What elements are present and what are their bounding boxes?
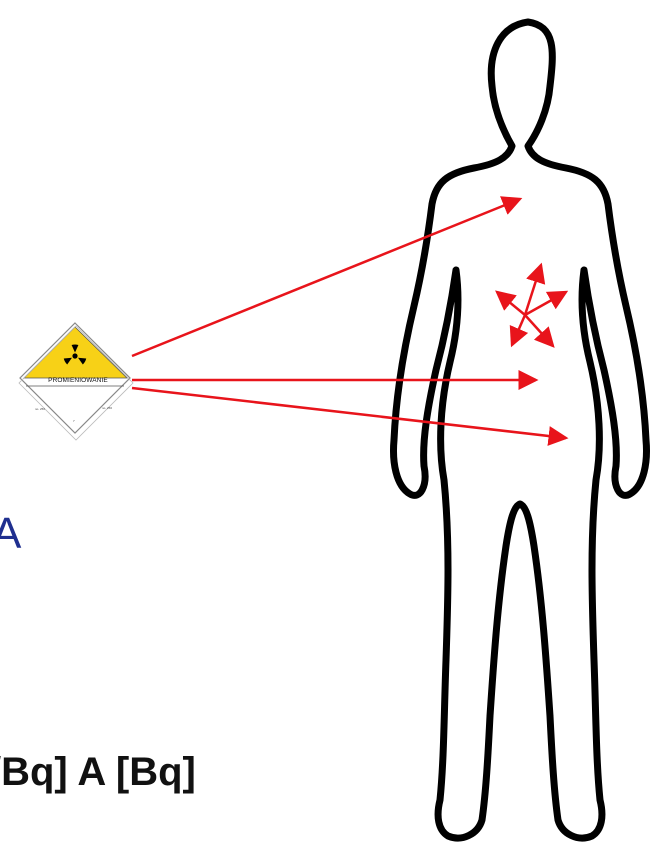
dose-formula: /Bq] A [Bq] <box>0 752 196 792</box>
activity-letter: A <box>0 512 21 556</box>
arrow-upper <box>132 199 520 356</box>
human-body-silhouette <box>394 22 647 838</box>
svg-text:no. 256: no. 256 <box>35 407 45 411</box>
arrow-lower <box>132 388 566 438</box>
external-radiation-arrows <box>132 199 566 438</box>
internal-emission-arrows <box>497 265 566 346</box>
svg-text:no. 256: no. 256 <box>102 406 112 410</box>
hazard-sign-label: PROMIENIOWANIE <box>39 377 117 384</box>
